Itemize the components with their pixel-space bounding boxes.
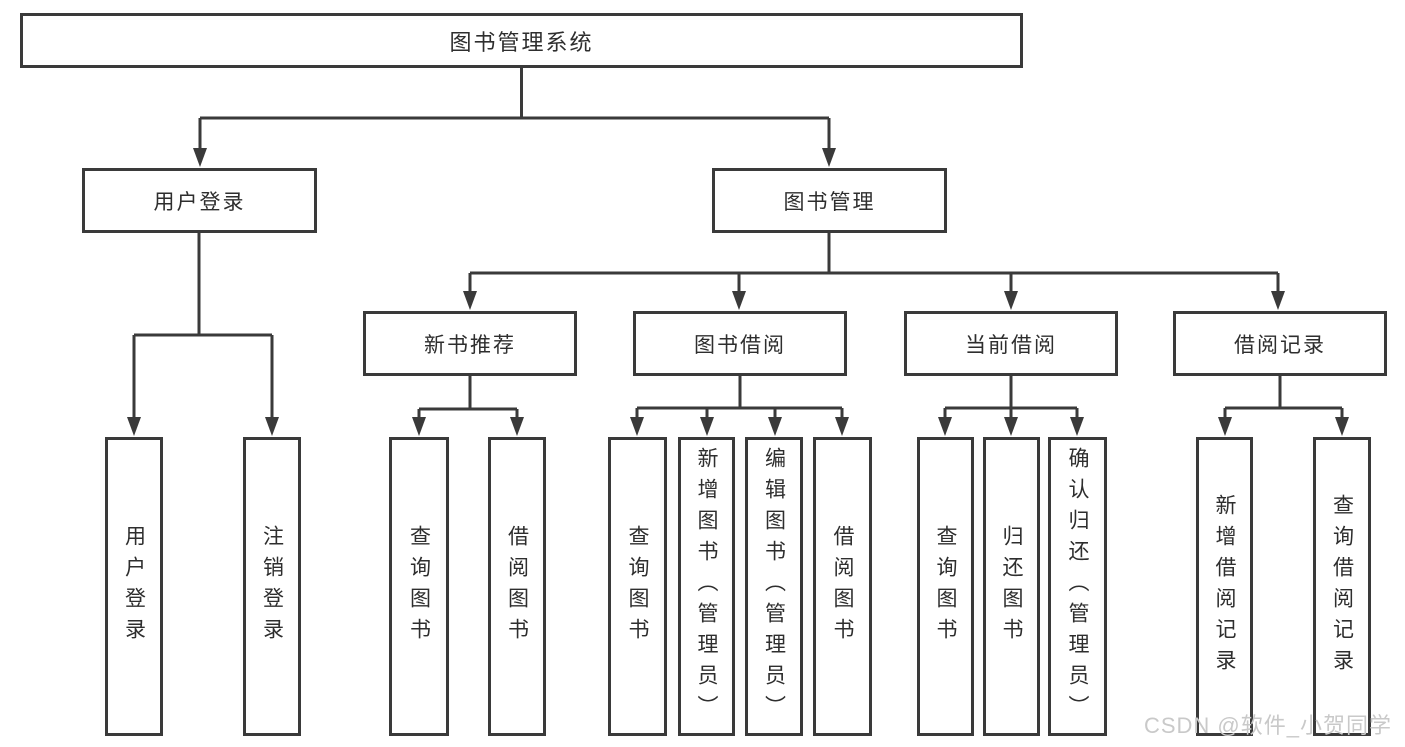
node-rec-borrow-books: 借阅图书 xyxy=(488,437,546,736)
node-new-book-recommend: 新书推荐 xyxy=(363,311,577,376)
node-current-borrow: 当前借阅 xyxy=(904,311,1118,376)
node-book-borrow: 图书借阅 xyxy=(633,311,847,376)
connector-path xyxy=(132,68,1344,419)
node-return-books: 归还图书 xyxy=(983,437,1040,736)
node-book-management-label: 图书管理 xyxy=(783,190,876,214)
node-add-books-admin-label: 新增图书（管理员） xyxy=(695,447,718,726)
node-user-login-leaf-label: 用户登录 xyxy=(122,524,146,649)
node-borrow-query-books: 查询图书 xyxy=(608,437,667,736)
node-new-book-recommend-label: 新书推荐 xyxy=(424,333,516,357)
node-borrow-books-leaf: 借阅图书 xyxy=(813,437,872,736)
node-user-login-label: 用户登录 xyxy=(153,190,246,214)
node-add-borrow-record: 新增借阅记录 xyxy=(1196,437,1253,736)
node-logout: 注销登录 xyxy=(243,437,301,736)
node-borrow-books-leaf-label: 借阅图书 xyxy=(831,524,854,649)
node-current-borrow-label: 当前借阅 xyxy=(965,333,1057,357)
node-query-borrow-record-label: 查询借阅记录 xyxy=(1330,493,1354,680)
node-book-borrow-label: 图书借阅 xyxy=(694,333,786,357)
node-current-query-books-label: 查询图书 xyxy=(934,524,957,649)
node-add-borrow-record-label: 新增借阅记录 xyxy=(1213,493,1236,680)
node-logout-label: 注销登录 xyxy=(260,524,284,649)
node-rec-query-books-label: 查询图书 xyxy=(407,524,431,649)
node-borrow-records-label: 借阅记录 xyxy=(1234,333,1326,357)
node-current-query-books: 查询图书 xyxy=(917,437,974,736)
node-rec-query-books: 查询图书 xyxy=(389,437,449,736)
node-root-label: 图书管理系统 xyxy=(449,29,594,55)
node-rec-borrow-books-label: 借阅图书 xyxy=(505,524,529,649)
node-root: 图书管理系统 xyxy=(20,13,1023,68)
node-query-borrow-record: 查询借阅记录 xyxy=(1313,437,1371,736)
node-add-books-admin: 新增图书（管理员） xyxy=(678,437,735,736)
arrowheads xyxy=(127,148,1349,436)
node-confirm-return-admin-label: 确认归还（管理员） xyxy=(1066,447,1089,726)
node-confirm-return-admin: 确认归还（管理员） xyxy=(1048,437,1107,736)
node-edit-books-admin: 编辑图书（管理员） xyxy=(745,437,803,736)
node-book-management: 图书管理 xyxy=(712,168,947,233)
node-borrow-query-books-label: 查询图书 xyxy=(626,524,649,649)
node-return-books-label: 归还图书 xyxy=(1000,524,1023,649)
node-user-login-leaf: 用户登录 xyxy=(105,437,163,736)
node-edit-books-admin-label: 编辑图书（管理员） xyxy=(762,447,786,726)
csdn-watermark: CSDN @软件_小贺同学 xyxy=(1143,713,1392,738)
node-borrow-records: 借阅记录 xyxy=(1173,311,1387,376)
node-user-login: 用户登录 xyxy=(82,168,317,233)
